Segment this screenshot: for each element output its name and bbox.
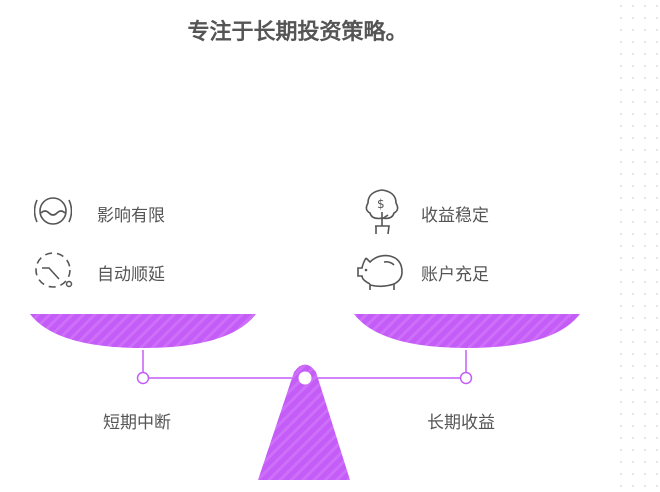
left-item-label: 影响有限 bbox=[97, 206, 165, 226]
right-item-label: 账户充足 bbox=[421, 265, 489, 285]
right-pan bbox=[354, 314, 580, 348]
dashed-clock-icon bbox=[35, 252, 73, 288]
left-pan bbox=[30, 314, 256, 348]
piggy-bank-icon bbox=[357, 254, 403, 290]
left-pan-label: 短期中断 bbox=[103, 413, 171, 433]
wave-circle-icon bbox=[34, 197, 72, 225]
left-item-label: 自动顺延 bbox=[97, 265, 165, 285]
left-joint bbox=[136, 371, 150, 385]
dot-pattern bbox=[615, 0, 660, 492]
svg-text:$: $ bbox=[377, 197, 385, 211]
money-tree-icon: $ bbox=[365, 189, 399, 235]
right-joint bbox=[459, 371, 473, 385]
fulcrum bbox=[258, 364, 350, 480]
right-item-label: 收益稳定 bbox=[421, 206, 489, 226]
right-pan-label: 长期收益 bbox=[427, 413, 495, 433]
fulcrum-pivot bbox=[298, 371, 312, 385]
page-title: 专注于长期投资策略。 bbox=[187, 20, 408, 45]
